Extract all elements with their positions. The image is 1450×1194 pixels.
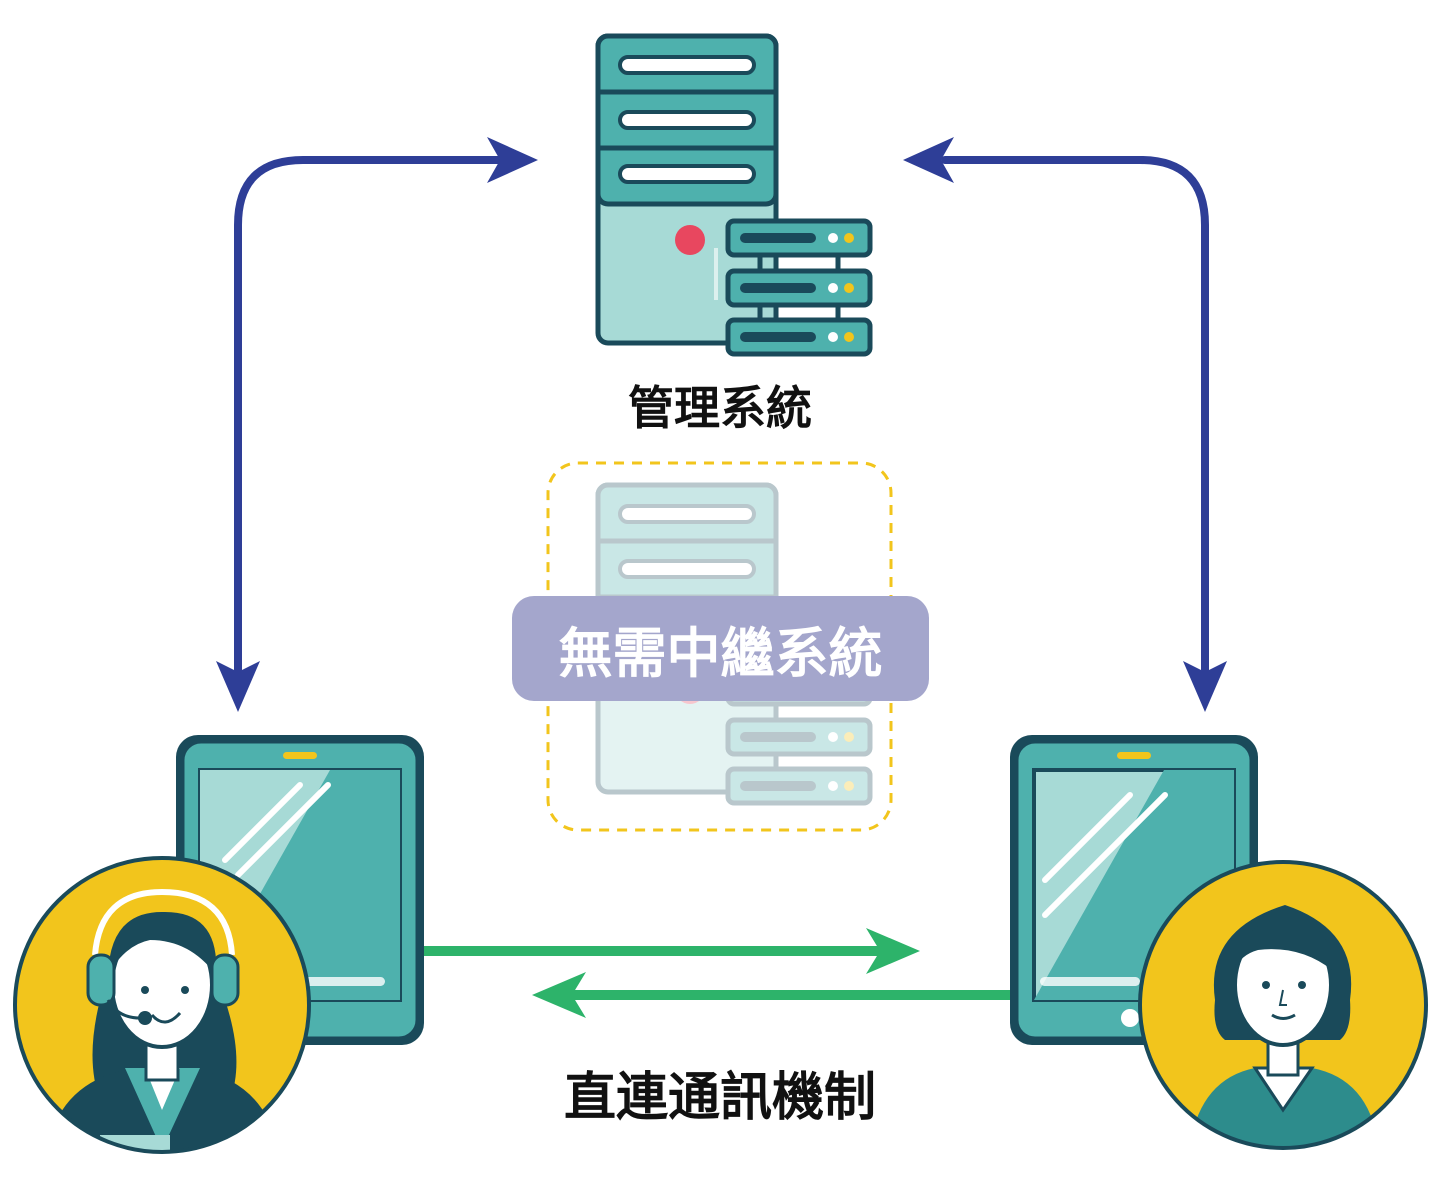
management-server-icon: [595, 33, 873, 357]
relay-badge: 無需中繼系統: [512, 596, 929, 701]
arrowhead-icon: [487, 137, 538, 183]
arrowhead-icon: [216, 661, 260, 712]
no-relay-system-label: 無需中繼系統: [558, 622, 883, 685]
blue-arrow-right: [941, 156, 1209, 674]
arrowhead-icon: [1183, 661, 1227, 712]
arrowhead-icon: [903, 137, 954, 183]
management-system-label: 管理系統: [628, 381, 812, 435]
blue-arrow-left: [234, 156, 504, 674]
green-arrows: [424, 928, 1010, 1018]
direct-communication-label: 直連通訊機制: [563, 1068, 876, 1128]
agent-avatar-icon: [13, 856, 311, 1154]
user-avatar-icon: [1138, 860, 1428, 1150]
